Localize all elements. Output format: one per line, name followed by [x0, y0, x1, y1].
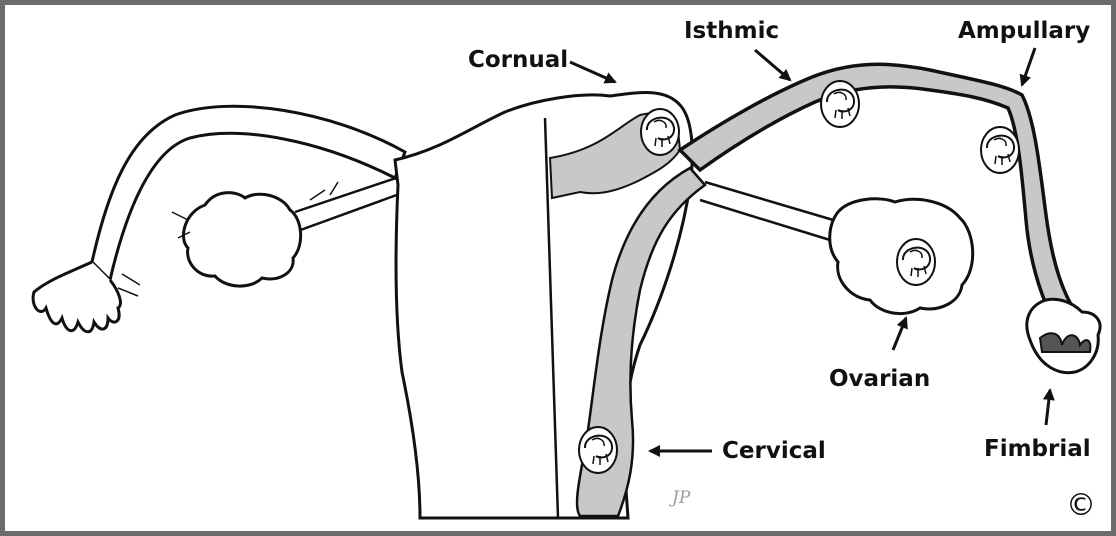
artist-initials: JP — [672, 488, 690, 508]
ovarian-arrow — [893, 318, 906, 350]
label-ampullary: Ampullary — [958, 20, 1090, 43]
fimbrial-arrow — [1046, 390, 1050, 425]
left-ovary — [183, 193, 300, 286]
isthmic-pregnancy — [821, 81, 859, 127]
label-fimbrial: Fimbrial — [984, 438, 1091, 461]
ampullary-arrow — [1022, 48, 1035, 85]
cornual-arrow — [570, 62, 615, 82]
cervical-pregnancy — [579, 427, 617, 473]
isthmic-arrow — [755, 50, 790, 80]
copyright-symbol: © — [1066, 488, 1096, 523]
right-ovarian-ligament — [700, 182, 840, 240]
right-fimbriae — [1027, 299, 1100, 372]
label-cornual: Cornual — [468, 49, 568, 72]
ampullary-pregnancy — [981, 127, 1019, 173]
left-ovarian-ligament — [295, 175, 405, 232]
label-cervical: Cervical — [722, 440, 826, 463]
ovarian-pregnancy — [897, 239, 935, 285]
label-isthmic: Isthmic — [684, 20, 779, 43]
label-ovarian: Ovarian — [829, 368, 930, 391]
cornual-pregnancy — [641, 109, 679, 155]
